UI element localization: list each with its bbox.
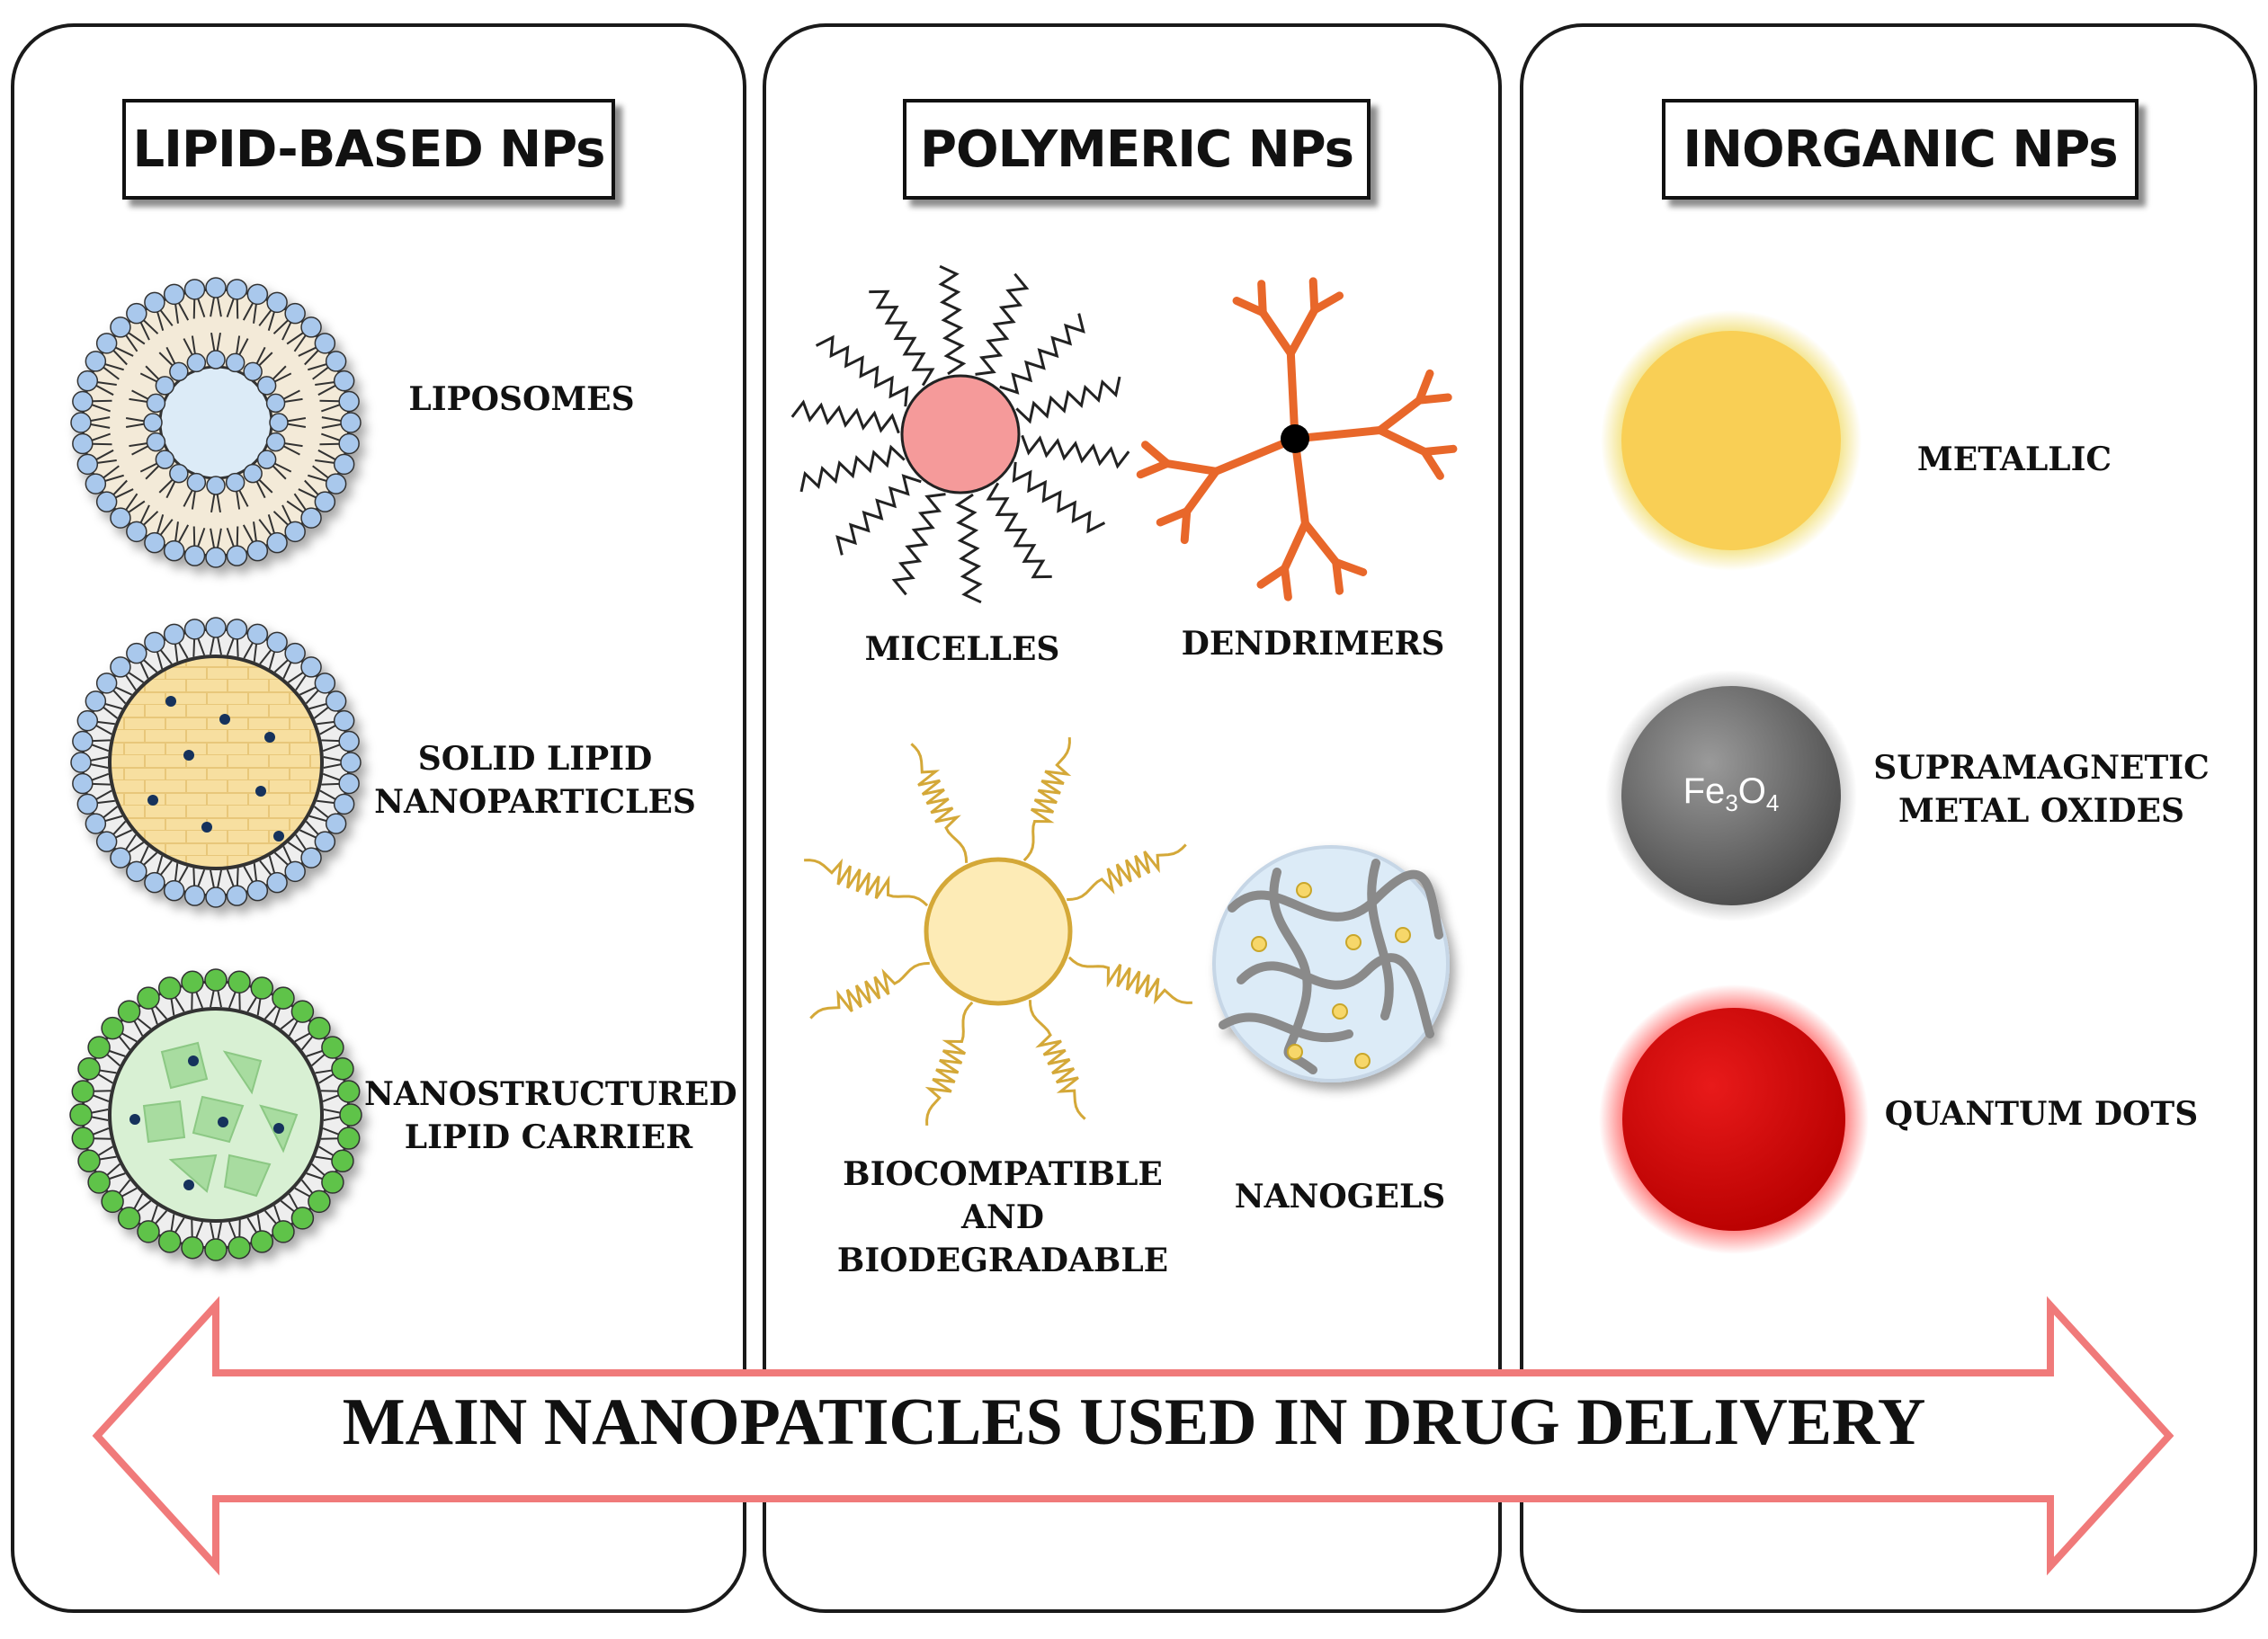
- label-liposomes: LIPOSOMES: [408, 380, 635, 418]
- solid-lipid-nanoparticle-icon: [70, 617, 362, 908]
- header-lipid: LIPID-BASED NPs: [122, 99, 615, 200]
- label-supramagnetic-metal-oxides: SUPRAMAGNETIC METAL OXIDES: [1873, 749, 2210, 830]
- header-lipid-text: LIPID-BASED NPs: [132, 120, 605, 179]
- header-polymeric-text: POLYMERIC NPs: [920, 120, 1354, 179]
- metallic-nanoparticle-icon: [1601, 310, 1862, 571]
- banner-text: MAIN NANOPATICLES USED IN DRUG DELIVERY: [342, 1385, 1926, 1459]
- micelle-icon: [790, 264, 1130, 604]
- header-inorganic-text: INORGANIC NPs: [1683, 120, 2118, 179]
- label-nanostructured-lipid-carrier: NANOSTRUCTURED LIPID CARRIER: [364, 1075, 737, 1156]
- label-micelles: MICELLES: [864, 630, 1060, 668]
- nanogel-icon: [1212, 845, 1450, 1082]
- quantum-dot-icon: [1599, 984, 1869, 1254]
- dendrimer-icon: [1136, 277, 1458, 601]
- oxide-formula: Fe3O4: [1683, 771, 1780, 816]
- liposome-icon: [70, 277, 362, 568]
- label-dendrimers: DENDRIMERS: [1181, 625, 1445, 663]
- label-solid-lipid-nanoparticles: SOLID LIPID NANOPARTICLES: [374, 740, 696, 821]
- nanostructured-lipid-carrier-icon: [69, 968, 362, 1261]
- label-biocompatible-biodegradable: BIOCOMPATIBLE AND BIODEGRADABLE: [836, 1155, 1169, 1279]
- header-inorganic: INORGANIC NPs: [1662, 99, 2139, 200]
- double-arrow-icon: [92, 1296, 2174, 1576]
- label-metallic: METALLIC: [1916, 441, 2112, 478]
- biocompatible-polymer-icon: [804, 737, 1192, 1126]
- header-polymeric: POLYMERIC NPs: [903, 99, 1371, 200]
- label-quantum-dots: QUANTUM DOTS: [1884, 1095, 2199, 1133]
- label-nanogels: NANOGELS: [1234, 1178, 1446, 1216]
- panel-polymeric: [763, 23, 1502, 1613]
- metal-oxide-nanoparticle-icon: [1605, 670, 1857, 922]
